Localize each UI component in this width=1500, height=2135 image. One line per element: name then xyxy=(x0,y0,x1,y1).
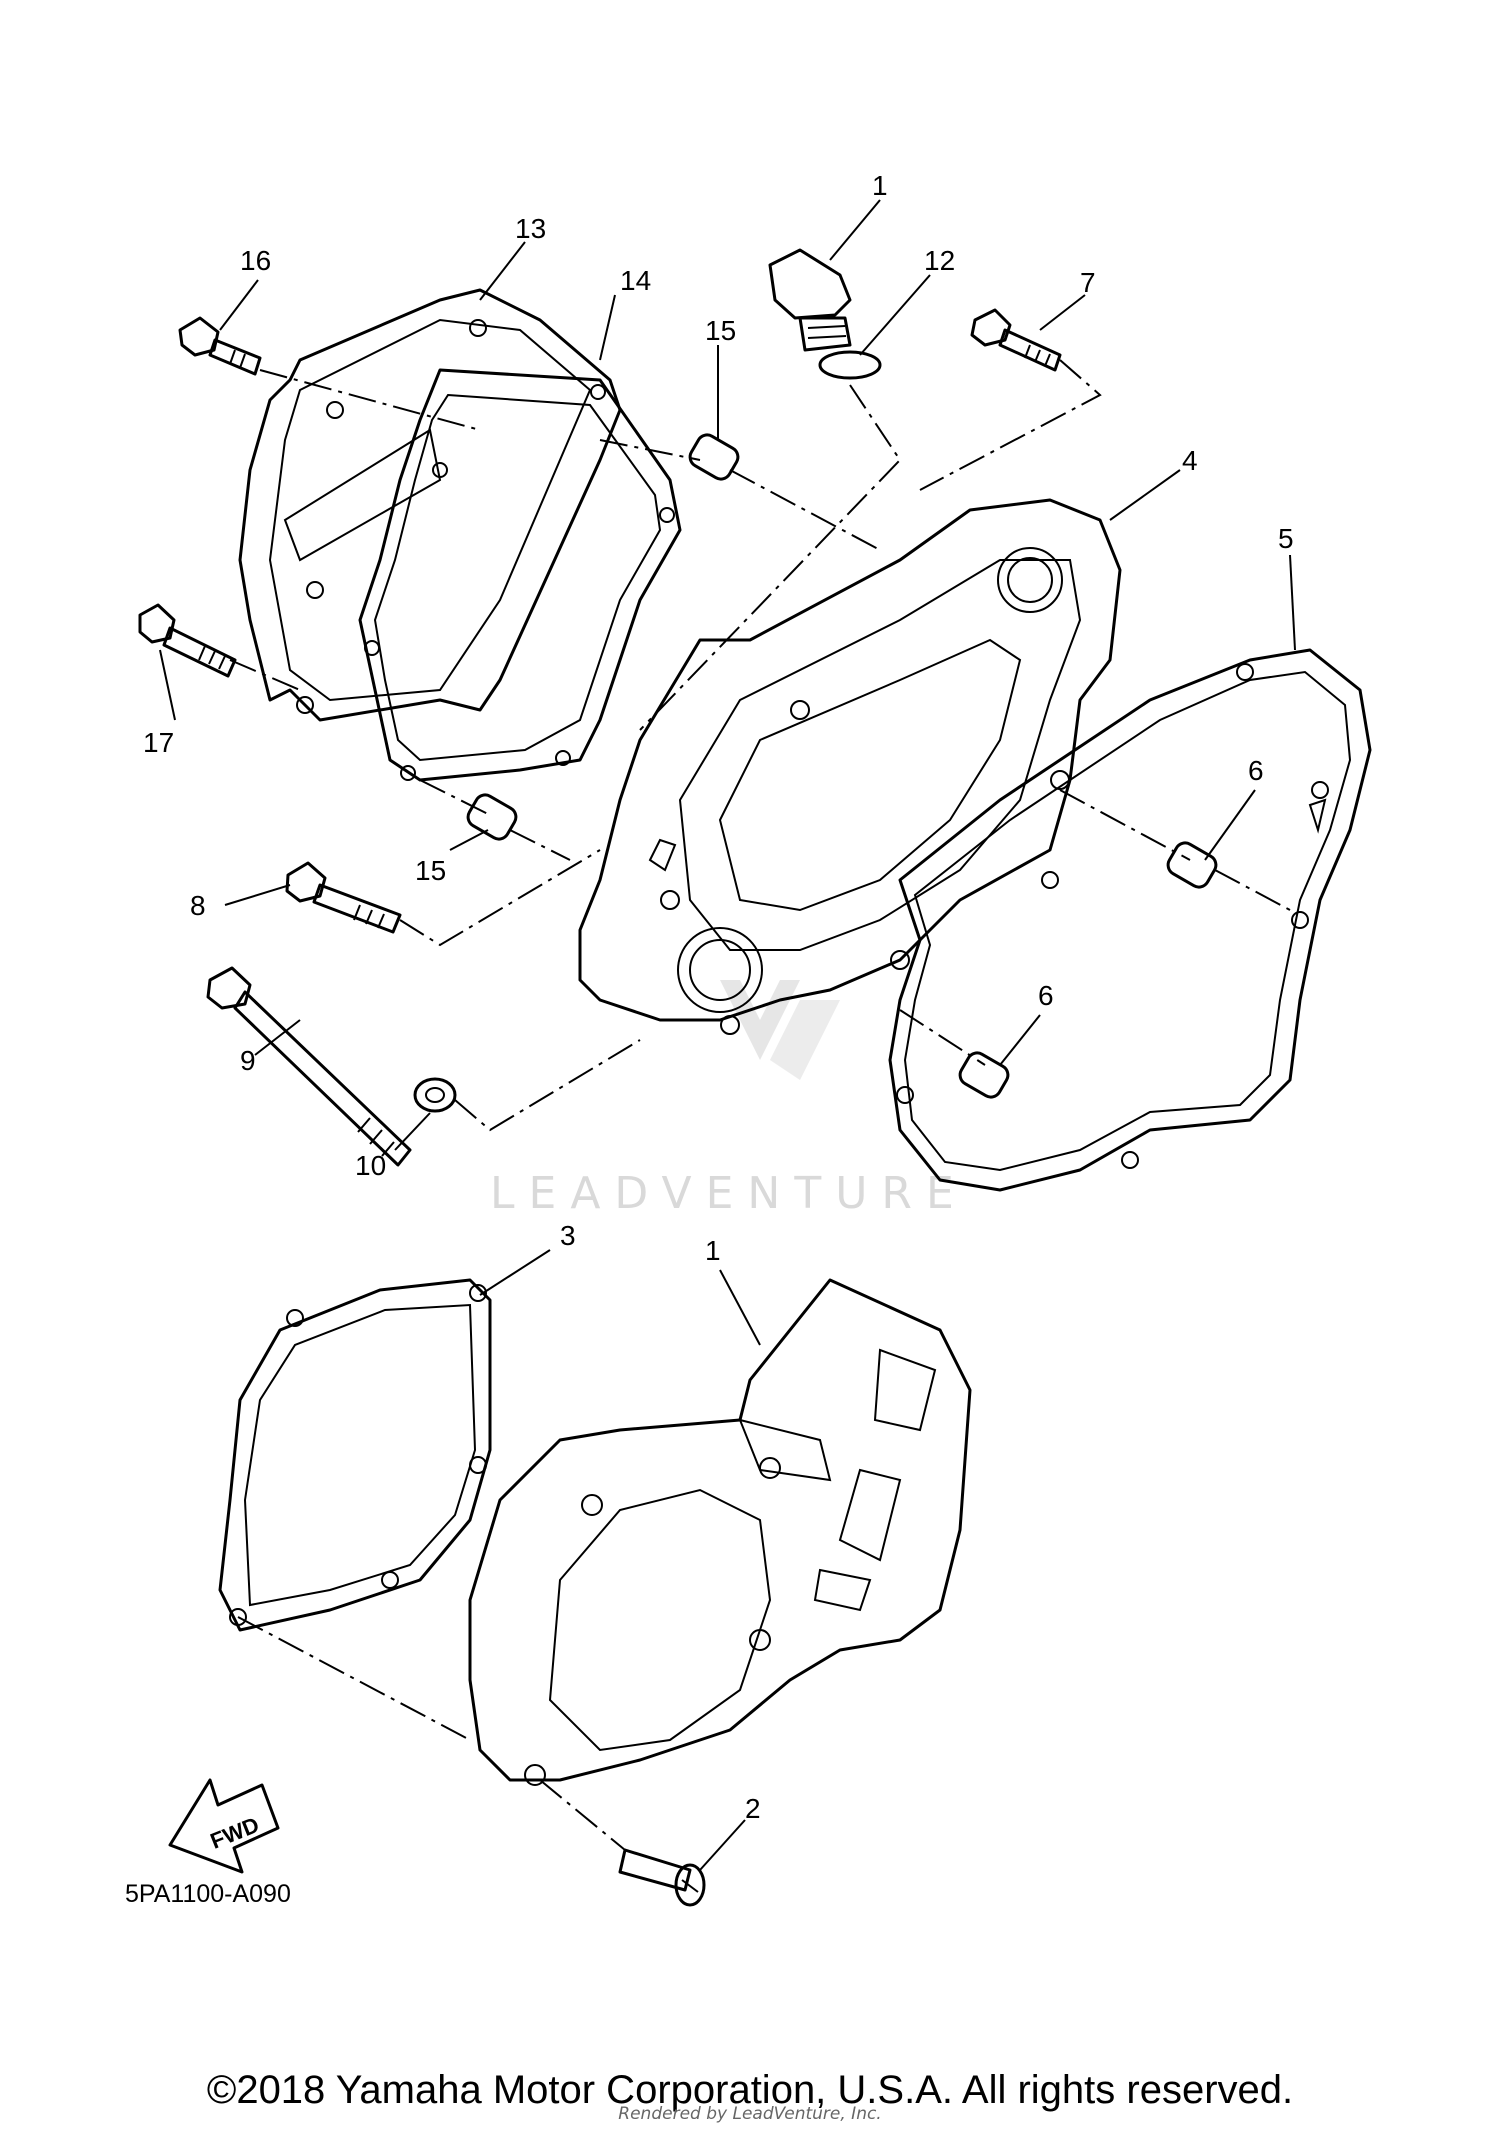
callout-2: 2 xyxy=(745,1793,761,1824)
part-9-long-bolt[interactable] xyxy=(206,966,412,1167)
part-15-dowel-upper[interactable] xyxy=(686,431,741,482)
alignment-lines xyxy=(229,359,1291,1851)
part-2-screw[interactable] xyxy=(618,1848,706,1907)
fwd-arrow-icon: FWD xyxy=(168,1778,280,1874)
part-6-dowel-lower[interactable] xyxy=(956,1049,1011,1100)
part-14-gasket[interactable] xyxy=(358,368,682,782)
part-4-crankcase-cover[interactable] xyxy=(578,498,1122,1035)
leader-lines xyxy=(159,199,1296,1871)
part-13-cover[interactable] xyxy=(238,288,622,722)
callout-10: 10 xyxy=(355,1150,386,1181)
callout-11: 1 xyxy=(872,170,888,201)
callout-4: 4 xyxy=(1182,445,1198,476)
diagram-code: 5PA1100-A090 xyxy=(125,1880,291,1908)
callout-16: 16 xyxy=(240,245,271,276)
callout-labels: 1 12 7 4 5 6 6 13 14 15 16 17 15 8 9 10 … xyxy=(143,170,1294,1824)
part-16-bolt[interactable] xyxy=(178,316,262,376)
watermark-text: LEADVENTURE xyxy=(490,1168,968,1219)
rendered-by-notice: Rendered by LeadVenture, Inc. xyxy=(618,2104,882,2124)
callout-12: 12 xyxy=(924,245,955,276)
part-3-gasket[interactable] xyxy=(218,1278,492,1632)
callout-15b: 15 xyxy=(415,855,446,886)
callout-3: 3 xyxy=(560,1220,576,1251)
callout-14: 14 xyxy=(620,265,651,296)
part-7-bolt[interactable] xyxy=(970,308,1062,372)
callout-13: 13 xyxy=(515,213,546,244)
part-17-bolt[interactable] xyxy=(138,603,237,678)
part-1-cover[interactable] xyxy=(468,1278,972,1786)
part-12-o-ring[interactable] xyxy=(818,350,882,380)
callout-7: 7 xyxy=(1080,267,1096,298)
part-11-plug[interactable] xyxy=(768,248,852,352)
part-8-bolt[interactable] xyxy=(285,861,402,934)
callout-6a: 6 xyxy=(1248,755,1264,786)
callout-15a: 15 xyxy=(705,315,736,346)
callout-1: 1 xyxy=(705,1235,721,1266)
part-5-gasket[interactable] xyxy=(888,648,1372,1192)
part-10-washer[interactable] xyxy=(413,1077,457,1113)
callout-8: 8 xyxy=(190,890,206,921)
part-15-dowel-lower[interactable] xyxy=(464,791,519,842)
callout-9: 9 xyxy=(240,1045,256,1076)
callout-5: 5 xyxy=(1278,523,1294,554)
callout-6b: 6 xyxy=(1038,980,1054,1011)
callout-17: 17 xyxy=(143,727,174,758)
copyright-notice: ©2018 Yamaha Motor Corporation, U.S.A. A… xyxy=(206,2068,1294,2112)
part-6-dowel-right[interactable] xyxy=(1164,839,1219,890)
